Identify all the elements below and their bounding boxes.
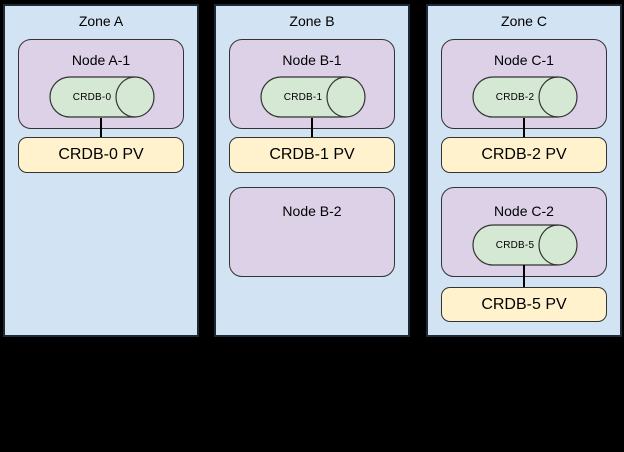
node-title: Node A-1 — [71, 52, 131, 68]
zone-title: Zone A — [78, 13, 124, 29]
pv-label: CRDB-1 PV — [269, 146, 355, 163]
disk-label: CRDB-5 — [495, 239, 535, 251]
connector-line — [523, 265, 525, 288]
pv-label: CRDB-0 PV — [58, 146, 144, 163]
disk-label: CRDB-2 — [495, 91, 535, 103]
zone-title: Zone C — [501, 13, 547, 29]
node-a1: Node A-1 CRDB-0 — [18, 39, 184, 129]
connector-line — [100, 118, 102, 138]
pv-crdb-1: CRDB-1 PV — [229, 137, 395, 173]
zone-c: Zone C Node C-1 CRDB-2 CRDB-2 PV Node C-… — [426, 4, 622, 337]
pv-label: CRDB-5 PV — [481, 295, 567, 313]
cylinder-icon — [260, 76, 366, 118]
node-title: Node C-1 — [494, 52, 554, 68]
pv-label: CRDB-2 PV — [481, 146, 567, 163]
node-b2: Node B-2 — [229, 187, 395, 277]
pv-crdb-0: CRDB-0 PV — [18, 137, 184, 173]
zone-a: Zone A Node A-1 CRDB-0 CRDB-0 PV — [3, 4, 199, 337]
disk-crdb-1: CRDB-1 — [260, 76, 366, 118]
disk-label: CRDB-0 — [72, 91, 112, 103]
cylinder-icon — [49, 76, 155, 118]
disk-crdb-5: CRDB-5 — [472, 224, 578, 266]
disk-crdb-0: CRDB-0 — [49, 76, 155, 118]
zone-b: Zone B Node B-1 CRDB-1 CRDB-1 PV Node B-… — [214, 4, 410, 337]
disk-crdb-2: CRDB-2 — [472, 76, 578, 118]
cylinder-icon — [472, 224, 578, 266]
connector-line — [311, 118, 313, 138]
node-b1: Node B-1 CRDB-1 — [229, 39, 395, 129]
pv-crdb-2: CRDB-2 PV — [441, 137, 607, 173]
pv-crdb-5: CRDB-5 PV — [441, 287, 607, 322]
connector-line — [523, 118, 525, 138]
node-title: Node C-2 — [494, 203, 554, 219]
node-c1: Node C-1 CRDB-2 — [441, 39, 607, 129]
node-c2: Node C-2 CRDB-5 — [441, 187, 607, 277]
cylinder-icon — [472, 76, 578, 118]
node-title: Node B-2 — [282, 203, 342, 219]
node-title: Node B-1 — [282, 52, 342, 68]
disk-label: CRDB-1 — [283, 91, 323, 103]
zone-title: Zone B — [289, 13, 335, 29]
